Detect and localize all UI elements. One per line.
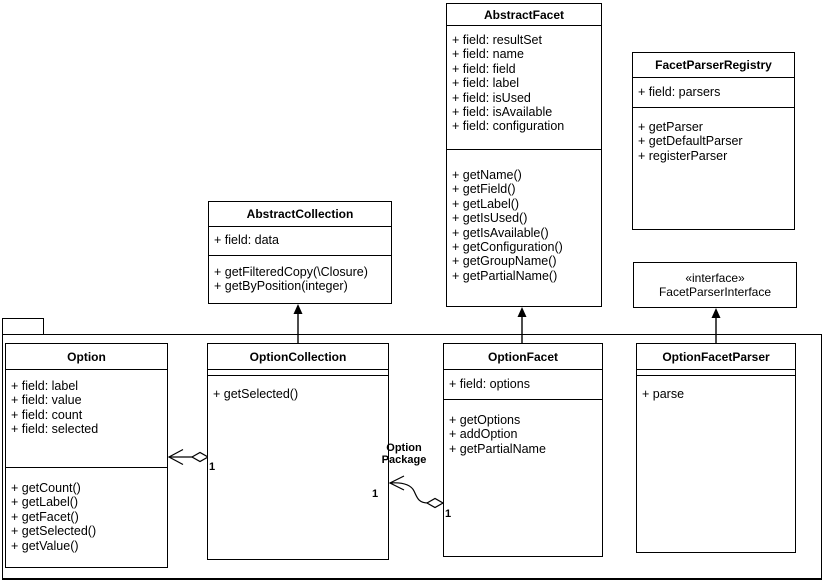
field-row: + field: options [449,377,530,391]
method-row: + getParser [638,120,703,134]
diamond-icon [425,497,445,509]
class-title: AbstractCollection [209,202,391,227]
method-row: + parse [642,387,685,401]
method-row: + getPartialName [449,441,546,456]
class-option: Option + field: label + field: value + f… [5,343,168,568]
methods-compartment: + getName() + getField() + getLabel() + … [447,150,601,306]
arrowhead-icon [517,307,527,317]
method-row: + getName() [452,168,522,182]
method-row: + getConfiguration() [452,240,563,255]
aggregation-optioncollection-option [162,448,210,469]
methods-compartment: + getParser + getDefaultParser + registe… [633,108,794,229]
method-row: + getCount() [11,481,81,495]
edge-label-line: Option [386,442,422,454]
method-row: + getPartialName() [452,268,558,283]
diamond-icon [190,451,210,463]
field-row: + field: field [452,61,516,76]
method-row: + getOptions [449,413,521,427]
class-abstractcollection: AbstractCollection + field: data + getFi… [208,201,392,304]
arrowhead-icon [711,308,721,318]
method-row: + registerParser [638,148,728,163]
class-title: AbstractFacet [447,4,601,26]
interface-title: FacetParserInterface [658,285,772,299]
multiplicity-label: 1 [445,508,452,520]
field-row: + field: label [452,76,520,91]
class-title: FacetParserRegistry [633,53,794,78]
methods-compartment: + parse [637,376,795,552]
fields-compartment: + field: data [209,227,391,256]
field-row: + field: configuration [452,119,565,134]
class-title: OptionFacetParser [637,344,795,370]
fields-compartment: + field: label + field: value + field: c… [6,370,167,468]
methods-compartment: + getCount() + getLabel() + getFacet() +… [6,468,167,567]
field-row: + field: name [452,47,524,62]
method-row: + getIsAvailable() [452,225,549,240]
method-row: + getDefaultParser [638,134,743,149]
method-row: + addOption [449,427,518,442]
field-row: + field: isUsed [452,90,531,105]
generalization-optionfacet-abstractfacet [517,307,527,343]
method-row: + getIsUsed() [452,211,528,226]
methods-compartment: + getSelected() [208,376,388,559]
method-row: + getByPosition(integer) [214,279,348,294]
package-tab [2,318,44,336]
method-row: + getLabel() [452,196,520,211]
field-row: + field: resultSet [452,33,542,47]
field-row: + field: data [214,233,279,247]
field-row: + field: label [11,379,79,393]
class-title: OptionCollection [208,344,388,370]
method-row: + getFilteredCopy(\Closure) [214,265,368,279]
edge-label-line: Package [381,454,427,466]
method-row: + getFacet() [11,509,79,524]
class-optionfacet: OptionFacet + field: options + getOption… [443,343,603,557]
field-row: + field: count [11,407,83,422]
interface-facetparserinterface: «interface» FacetParserInterface [633,262,797,308]
field-row: + field: value [11,393,82,408]
field-row: + field: parsers [638,85,721,99]
fields-compartment: + field: resultSet + field: name + field… [447,26,601,150]
edge-label-option-package: Option Package [377,442,431,466]
method-row: + getSelected() [11,524,97,539]
field-row: + field: isAvailable [452,105,553,120]
fields-compartment-empty [637,370,795,376]
multiplicity-label: 1 [209,461,216,473]
aggregation-optionfacet-optioncollection [388,475,445,509]
fields-compartment: + field: parsers [633,78,794,108]
methods-compartment: + getOptions + addOption + getPartialNam… [444,400,602,556]
method-row: + getSelected() [213,387,299,401]
open-arrowhead-icon [167,448,184,466]
field-row: + field: selected [11,422,99,437]
fields-compartment: + field: options [444,370,602,400]
class-optioncollection: OptionCollection + getSelected() [207,343,389,560]
generalization-optioncollection-abstractcollection [293,304,303,343]
arrowhead-icon [293,304,303,314]
class-abstractfacet: AbstractFacet + field: resultSet + field… [446,3,602,307]
methods-compartment: + getFilteredCopy(\Closure) + getByPosit… [209,256,391,303]
class-optionfacetparser: OptionFacetParser + parse [636,343,796,553]
method-row: + getGroupName() [452,254,557,269]
multiplicity-label: 1 [372,488,379,500]
fields-compartment-empty [208,370,388,376]
method-row: + getValue() [11,538,79,553]
class-title: OptionFacet [444,344,602,370]
method-row: + getLabel() [11,495,79,510]
open-arrowhead-icon [388,475,405,491]
method-row: + getField() [452,182,516,197]
interface-stereotype: «interface» [685,271,745,285]
class-title: Option [6,344,167,370]
class-facetparserregistry: FacetParserRegistry + field: parsers + g… [632,52,795,230]
generalization-optionfacetparser-facetparserinterface [711,308,721,343]
